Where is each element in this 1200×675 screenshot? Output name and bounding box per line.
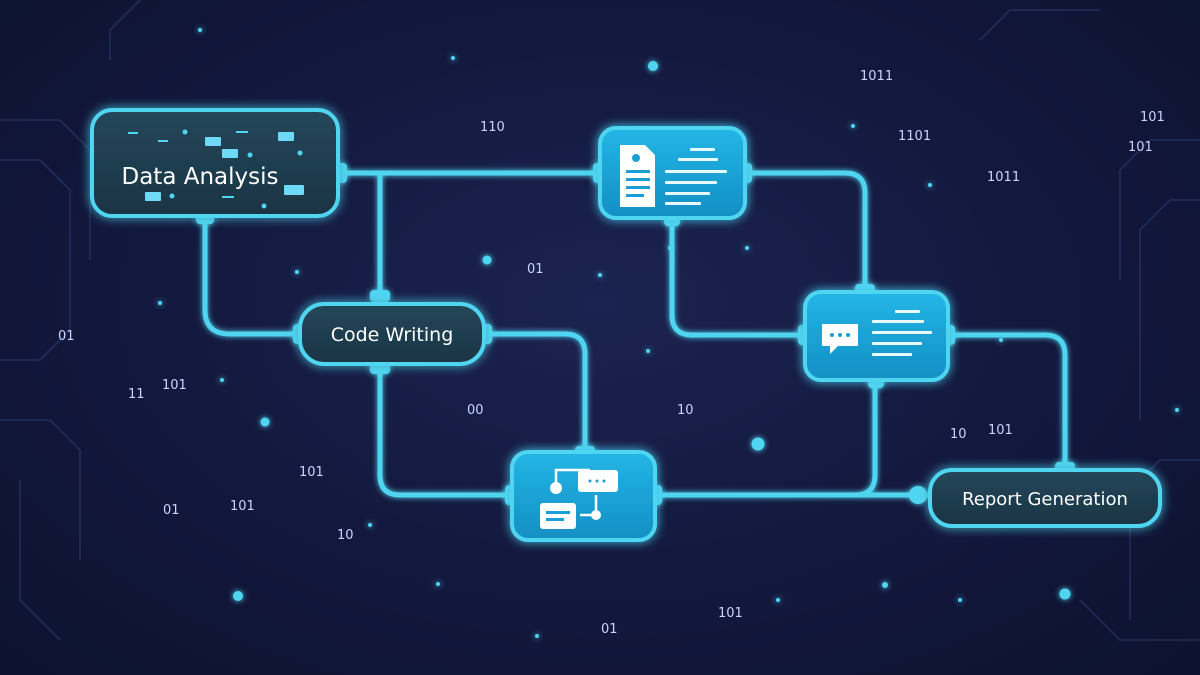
- code-writing-label: Code Writing: [331, 324, 454, 346]
- text-lines-icon: [665, 148, 727, 205]
- binary-digit: 101: [1140, 110, 1165, 125]
- node-chat-lines[interactable]: [803, 290, 950, 382]
- binary-digit: 1011: [987, 170, 1020, 185]
- connector-chat-to-report: [945, 332, 1068, 473]
- flowchart-icon: [540, 468, 618, 529]
- document-icon: [620, 145, 655, 207]
- binary-digit: 01: [58, 329, 75, 344]
- connector-code-down-to-flow: [377, 364, 515, 498]
- node-data-analysis[interactable]: Data Analysis: [90, 108, 340, 218]
- binary-digit: 01: [601, 622, 618, 637]
- node-document[interactable]: [598, 126, 747, 220]
- binary-digit: 10: [677, 403, 694, 418]
- binary-digit: 11: [128, 387, 145, 402]
- report-generation-label: Report Generation: [962, 489, 1128, 510]
- binary-digit: 01: [527, 262, 544, 277]
- connector-chat-down: [852, 377, 878, 498]
- binary-digit: 101: [988, 423, 1013, 438]
- binary-digit: 01: [163, 503, 180, 518]
- binary-digit: 10: [950, 427, 967, 442]
- binary-digit: 101: [1128, 140, 1153, 155]
- scatter-data-icons: [128, 129, 304, 209]
- connector-doc-down-to-chat: [669, 217, 808, 338]
- binary-digit: 101: [230, 499, 255, 514]
- node-report-generation[interactable]: Report Generation: [928, 468, 1162, 528]
- binary-digit: 110: [480, 120, 505, 135]
- binary-digit: 101: [162, 378, 187, 393]
- connector-code-to-flow: [482, 331, 588, 455]
- binary-digit: 101: [718, 606, 743, 621]
- connector-doc-to-chat: [742, 170, 868, 295]
- glow-dots: [158, 28, 1179, 638]
- binary-digit: 10: [337, 528, 354, 543]
- data-analysis-label: Data Analysis: [122, 164, 279, 190]
- binary-digit: 00: [467, 403, 484, 418]
- binary-digit: 1011: [860, 69, 893, 84]
- binary-digit: 101: [299, 465, 324, 480]
- chat-lines-icon: [822, 310, 932, 356]
- binary-digit: 1101: [898, 129, 931, 144]
- background-circuit-traces: [0, 0, 1200, 641]
- node-flowchart[interactable]: [510, 450, 657, 542]
- binary-digits: 1011 110 1101 101 101 1011 01 101 11 00 …: [58, 69, 1165, 637]
- connector-analysis-down-to-code: [202, 213, 303, 337]
- connector-lines: [202, 170, 1068, 498]
- node-code-writing[interactable]: Code Writing: [298, 302, 486, 366]
